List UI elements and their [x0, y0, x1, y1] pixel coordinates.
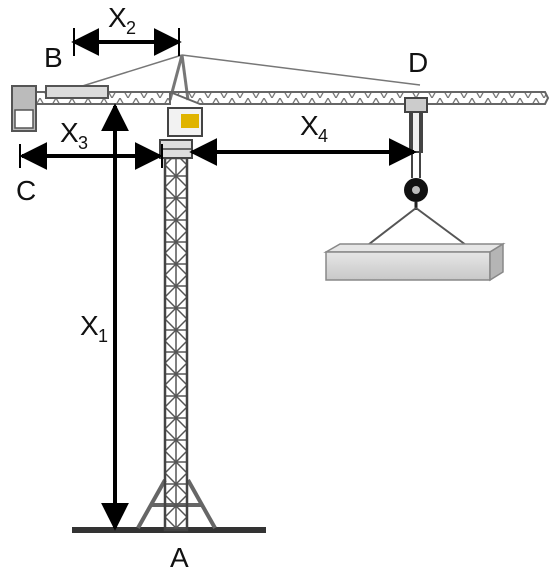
label-x1-sub: 1: [98, 326, 108, 346]
operator-cabin: [167, 107, 203, 137]
main-jib: [169, 91, 550, 105]
label-point-d: D: [408, 47, 428, 78]
label-point-b: B: [44, 42, 63, 73]
sling: [363, 207, 471, 249]
label-x2: X 2: [108, 2, 136, 38]
load-slab: [323, 242, 506, 282]
label-point-a: A: [170, 542, 189, 573]
label-x1: X 1: [80, 310, 108, 346]
label-x2-main: X: [108, 2, 127, 33]
label-x4-main: X: [300, 110, 319, 141]
dimension-arrow-x3: [19, 142, 163, 170]
counterweight: [45, 85, 109, 99]
trolley: [404, 97, 428, 178]
label-x2-sub: 2: [126, 18, 136, 38]
label-x3-main: X: [60, 117, 79, 148]
label-x4-sub: 4: [318, 126, 328, 146]
label-x1-main: X: [80, 310, 99, 341]
tower-mast: [163, 156, 189, 532]
slewing-unit: [159, 139, 193, 159]
label-point-c: C: [16, 175, 36, 206]
label-x3-sub: 3: [78, 133, 88, 153]
hook-block: [404, 178, 428, 210]
dimension-arrow-x2: [71, 28, 182, 56]
label-x4: X 4: [300, 110, 328, 146]
label-x3: X 3: [60, 117, 88, 153]
